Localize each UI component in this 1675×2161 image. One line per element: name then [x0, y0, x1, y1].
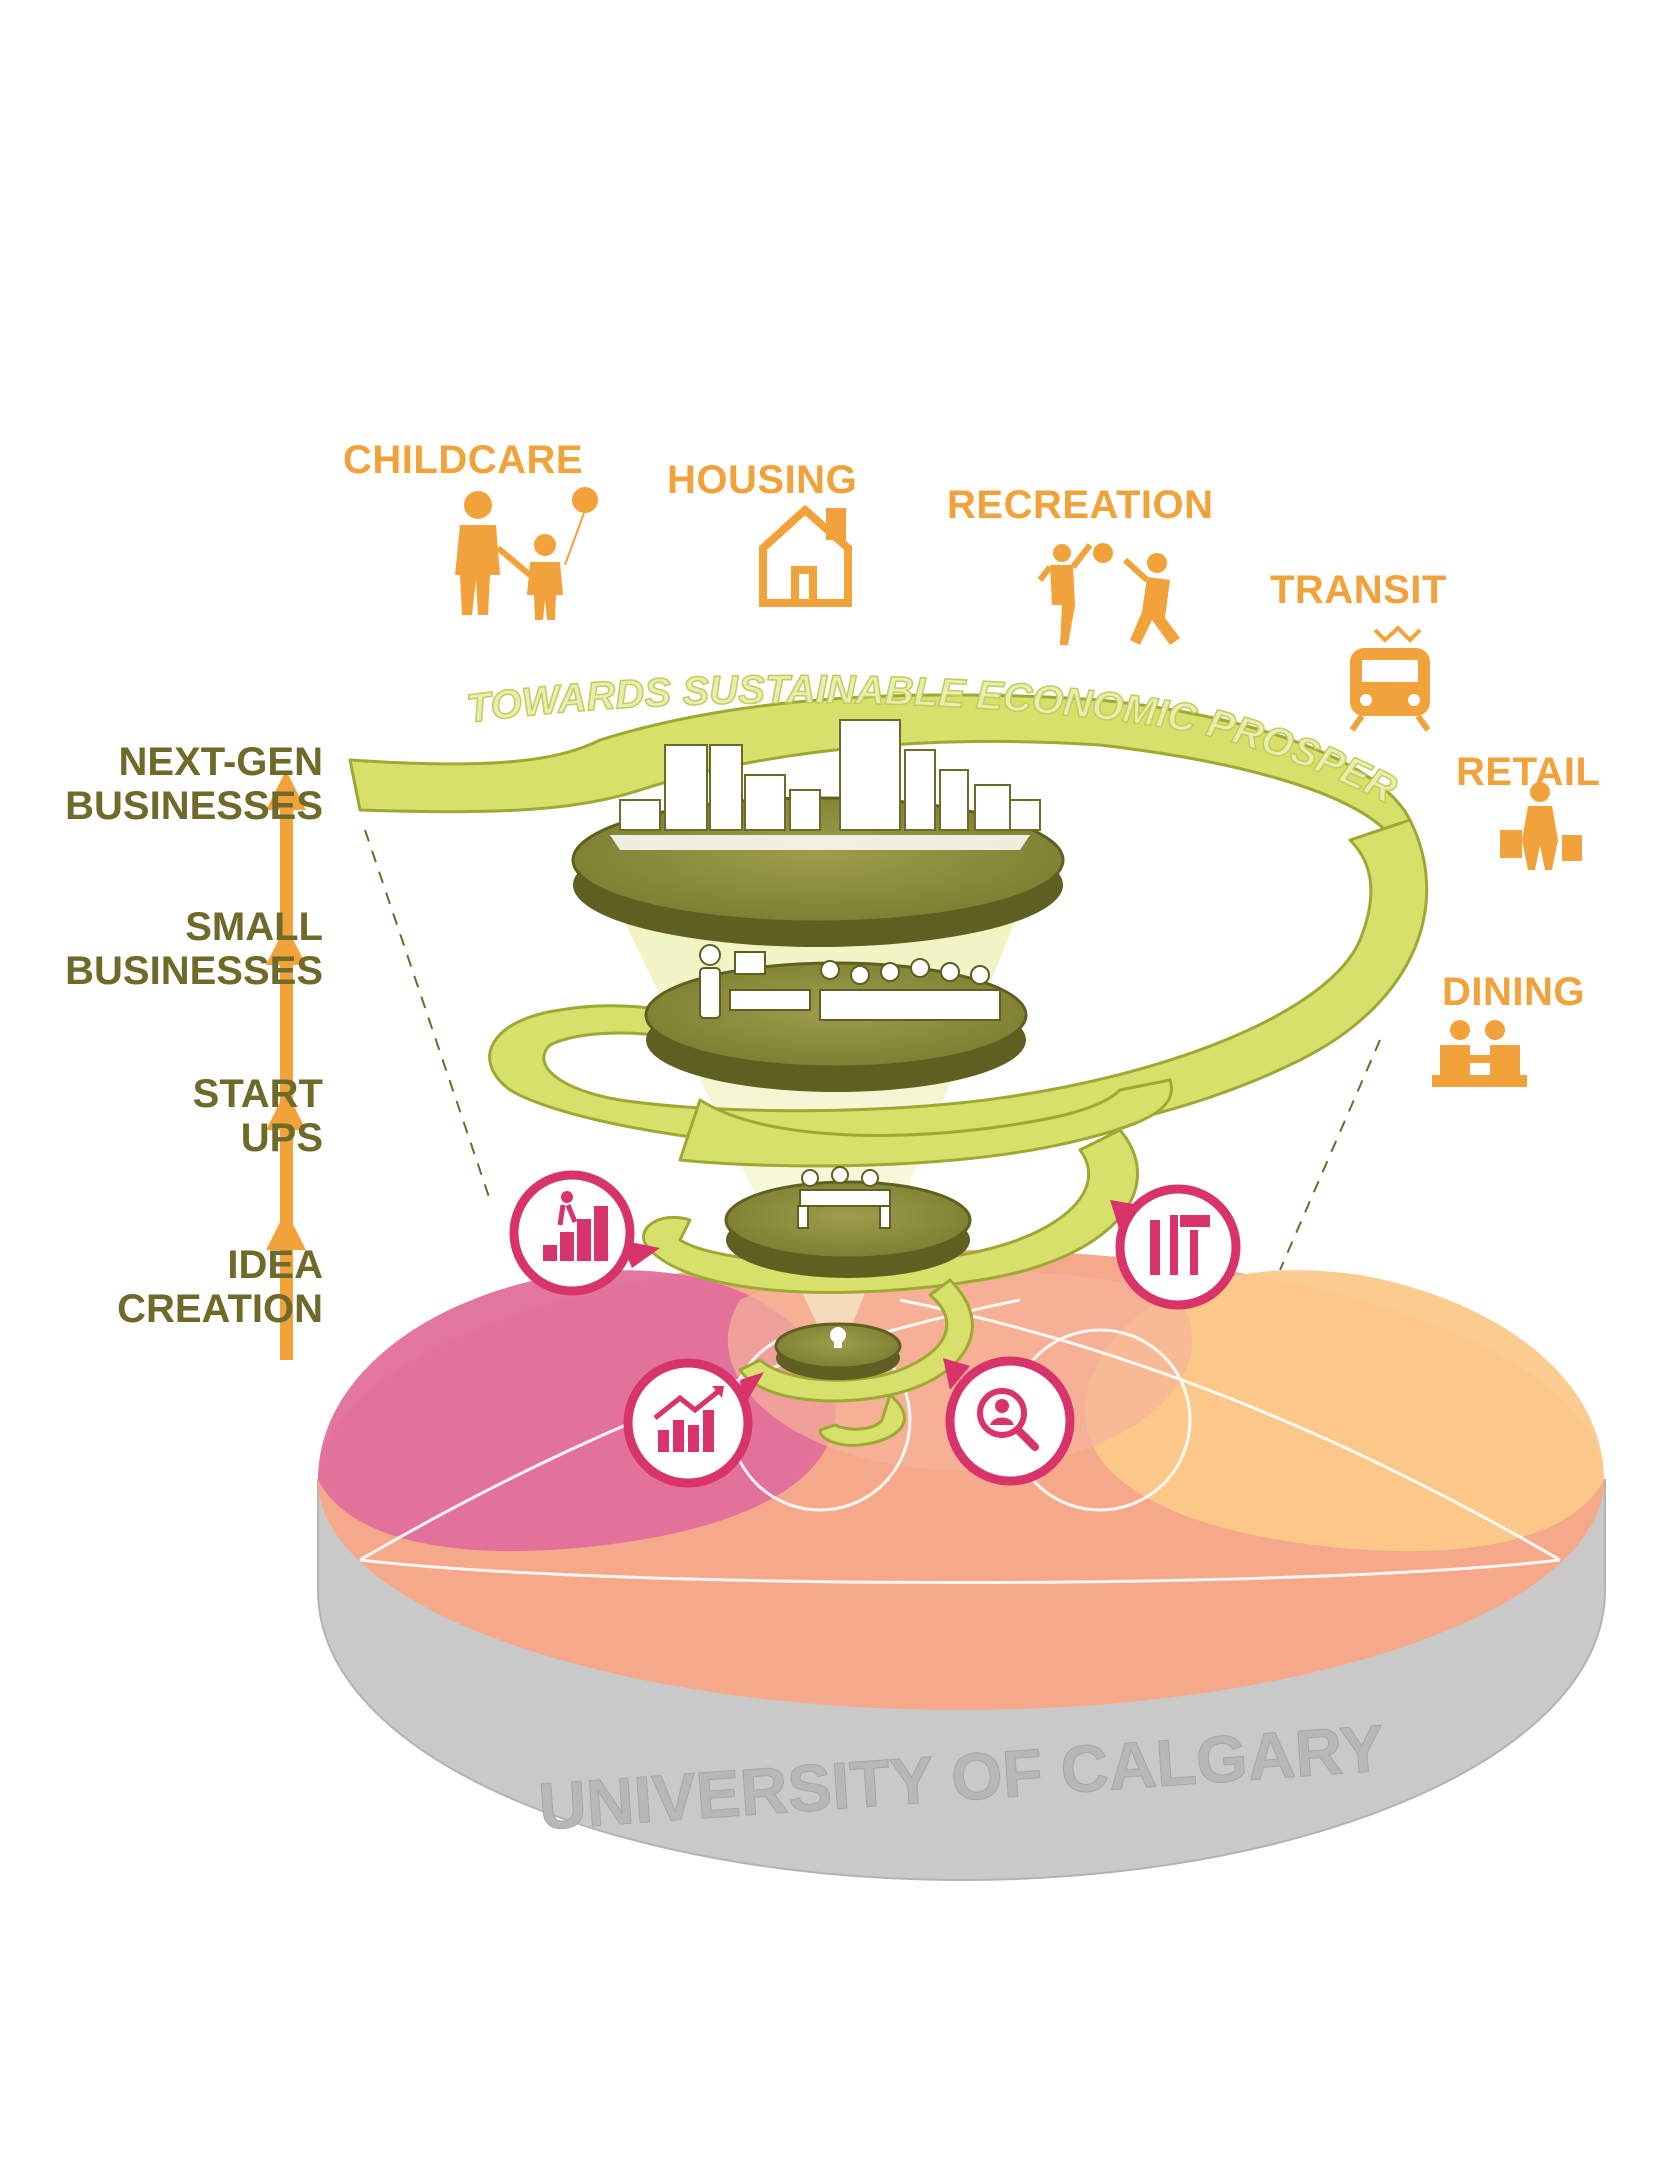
support-badges	[509, 1170, 1241, 1488]
lightbulb-icon	[830, 1327, 846, 1348]
stage-line-2: BUSINESSES	[65, 949, 323, 993]
stage-line-1: IDEA	[227, 1243, 323, 1287]
basketball-players-icon	[1037, 543, 1180, 645]
guide-lines	[364, 829, 1381, 1271]
workgroup-icon	[797, 1166, 891, 1229]
amenity-label-dining: DINING	[1442, 970, 1585, 1014]
disc-start-ups	[724, 1166, 972, 1278]
stage-line-1: NEXT-GEN	[118, 740, 323, 784]
stage-line-2: UPS	[240, 1116, 323, 1160]
amenity-label-childcare: CHILDCARE	[343, 438, 584, 482]
city-skyline-icon	[619, 719, 1041, 831]
train-icon	[1349, 625, 1431, 732]
ribbon-text: TOWARDS SUSTAINABLE ECONOMIC PROSPERITY	[0, 0, 1403, 812]
stage-line-2: CREATION	[117, 1287, 323, 1331]
stage-label-next-gen: NEXT-GEN BUSINESSES	[65, 740, 323, 828]
disc-next-gen	[571, 719, 1065, 947]
tools-icon	[1110, 1184, 1241, 1310]
stage-line-1: SMALL	[185, 905, 323, 949]
stage-line-1: START	[192, 1072, 323, 1116]
shopper-icon	[1500, 782, 1582, 870]
family-icon	[455, 487, 598, 620]
stage-label-idea-creation: IDEA CREATION	[117, 1243, 323, 1331]
amenity-label-recreation: RECREATION	[947, 483, 1214, 527]
base-region-orange	[1084, 1270, 1604, 1552]
stage-label-small-businesses: SMALL BUSINESSES	[65, 905, 323, 993]
amenity-label-housing: HOUSING	[667, 458, 858, 502]
disc-small-businesses	[644, 944, 1028, 1092]
amenity-label-transit: TRANSIT	[1270, 568, 1447, 612]
stage-label-start-ups: START UPS	[193, 1072, 323, 1160]
house-icon	[759, 504, 852, 607]
stage-line-2: BUSINESSES	[65, 784, 323, 828]
research-search-icon	[943, 1356, 1075, 1486]
team-meeting-icon	[699, 944, 1001, 1021]
dining-icon	[1432, 1020, 1527, 1087]
university-base: UNIVERSITY OF CALGARY	[317, 1250, 1606, 1882]
growth-steps-icon	[509, 1170, 660, 1296]
disc-idea-creation	[774, 1322, 902, 1380]
stage-arrows	[266, 770, 306, 1360]
bar-chart-growth-icon	[623, 1358, 764, 1488]
amenity-label-retail: RETAIL	[1456, 750, 1601, 794]
